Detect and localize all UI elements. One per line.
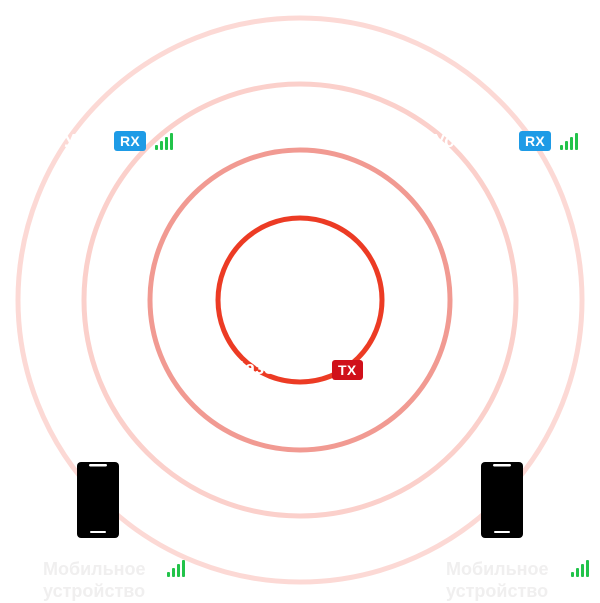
transmitter-ghost-label: Базо	[232, 358, 275, 378]
receiver-right-ghost-label: Устр	[434, 131, 474, 151]
ring-outer	[15, 15, 585, 585]
signal-bars-icon	[155, 132, 173, 150]
ring-third	[81, 81, 519, 519]
device-label-left: Мобильное устройство	[43, 559, 146, 601]
signal-bars-icon	[167, 559, 185, 577]
device-label-right: Мобильное устройство	[446, 559, 549, 601]
receiver-left-ghost-label: Устр	[64, 131, 104, 151]
signal-bars-icon	[571, 559, 589, 577]
signal-bars-icon	[560, 132, 578, 150]
smartphone-icon	[481, 462, 523, 538]
smartphone-icon	[77, 462, 119, 538]
rx-badge-right: RX	[519, 131, 552, 151]
ring-core	[215, 215, 385, 385]
rx-badge-left: RX	[114, 131, 147, 151]
ring-second	[147, 147, 453, 453]
tx-badge: TX	[332, 360, 363, 380]
